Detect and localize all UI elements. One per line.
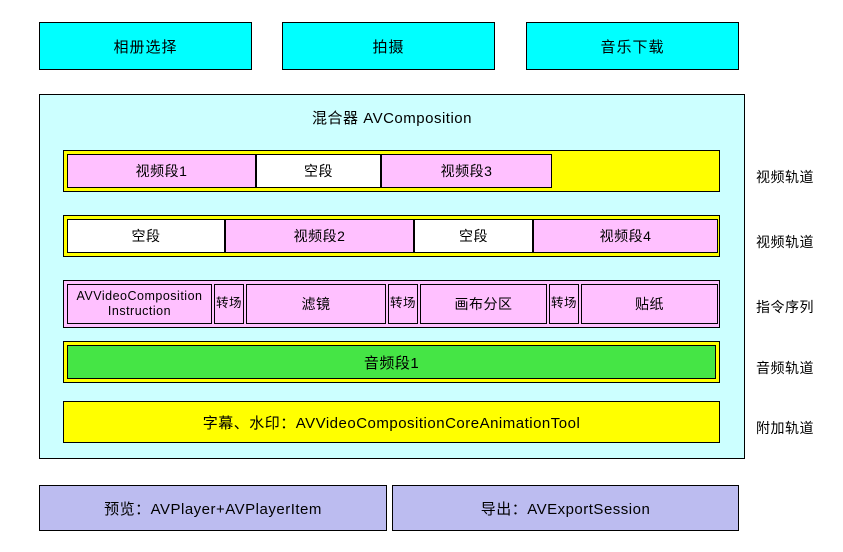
segment-transition[interactable]: 转场 xyxy=(549,284,579,324)
segment-label: 音频段1 xyxy=(363,354,420,372)
top-action-row: 相册选择 拍摄 音乐下载 xyxy=(39,22,739,70)
track-label-audio: 音频轨道 xyxy=(756,360,814,376)
action-button-music-download[interactable]: 音乐下载 xyxy=(526,22,739,70)
segment-label: 转场 xyxy=(216,297,242,310)
segment-transition[interactable]: 转场 xyxy=(388,284,418,324)
segment-filter[interactable]: 滤镜 xyxy=(246,284,386,324)
segment-video-clip[interactable]: 视频段2 xyxy=(225,219,414,253)
transition-text: 转场 xyxy=(550,296,578,311)
segment-label: 视频段3 xyxy=(440,162,493,179)
action-button-capture[interactable]: 拍摄 xyxy=(282,22,495,70)
segment-audio-clip[interactable]: 音频段1 xyxy=(67,345,716,379)
track-inner: 音频段1 xyxy=(67,345,716,379)
track-label-additional: 附加轨道 xyxy=(756,420,814,436)
action-button-album-select[interactable]: 相册选择 xyxy=(39,22,252,70)
segment-label: 贴纸 xyxy=(635,295,664,312)
segment-label: AVVideoComposition Instruction xyxy=(77,289,203,319)
segment-label: 字幕、水印：AVVideoCompositionCoreAnimationToo… xyxy=(202,414,581,432)
segment-sticker[interactable]: 贴纸 xyxy=(581,284,718,324)
action-button-label: 拍摄 xyxy=(372,38,405,56)
action-button-export[interactable]: 导出：AVExportSession xyxy=(392,485,739,531)
segment-empty[interactable]: 空段 xyxy=(414,219,533,253)
segment-overlay-tool[interactable]: 字幕、水印：AVVideoCompositionCoreAnimationToo… xyxy=(67,405,716,439)
segment-label: 空段 xyxy=(459,227,488,244)
segment-track-filler xyxy=(552,154,718,188)
track-row-additional: 字幕、水印：AVVideoCompositionCoreAnimationToo… xyxy=(63,401,720,443)
track-row-instruction-sequence: AVVideoComposition Instruction 转场 滤镜 转场 … xyxy=(63,280,720,328)
action-button-label: 音乐下载 xyxy=(600,38,665,56)
segment-label: 视频段4 xyxy=(599,227,652,244)
segment-empty[interactable]: 空段 xyxy=(256,154,381,188)
segment-label: 转场 xyxy=(390,297,416,310)
segment-label: 转场 xyxy=(551,297,577,310)
segment-label: 视频段2 xyxy=(293,227,346,244)
track-row-video-1: 视频段1 空段 视频段3 xyxy=(63,150,720,192)
transition-text: 转场 xyxy=(215,296,243,311)
segment-video-clip[interactable]: 视频段4 xyxy=(533,219,718,253)
track-row-video-2: 空段 视频段2 空段 视频段4 xyxy=(63,215,720,257)
segment-canvas-partition[interactable]: 画布分区 xyxy=(420,284,547,324)
segment-label-line-1: AVVideoComposition xyxy=(76,289,203,303)
segment-empty[interactable]: 空段 xyxy=(67,219,225,253)
transition-text: 转场 xyxy=(389,296,417,311)
segment-label: 滤镜 xyxy=(301,295,331,312)
segment-instruction[interactable]: AVVideoComposition Instruction xyxy=(67,284,212,324)
bottom-action-row: 预览：AVPlayer+AVPlayerItem 导出：AVExportSess… xyxy=(39,485,739,531)
segment-label: 空段 xyxy=(131,227,161,244)
action-button-label: 预览：AVPlayer+AVPlayerItem xyxy=(104,500,322,518)
track-label-instruction-sequence: 指令序列 xyxy=(756,299,814,315)
track-label-video-2: 视频轨道 xyxy=(756,234,814,250)
track-row-audio: 音频段1 xyxy=(63,341,720,383)
composition-title: 混合器 AVComposition xyxy=(312,110,472,127)
track-inner: AVVideoComposition Instruction 转场 滤镜 转场 … xyxy=(67,284,718,324)
track-inner: 视频段1 空段 视频段3 xyxy=(67,154,718,188)
action-button-label: 导出：AVExportSession xyxy=(480,500,651,518)
track-inner: 字幕、水印：AVVideoCompositionCoreAnimationToo… xyxy=(67,405,716,439)
action-button-label: 相册选择 xyxy=(113,38,178,56)
segment-label: 视频段1 xyxy=(135,162,188,179)
segment-label: 画布分区 xyxy=(454,295,513,312)
track-label-video-1: 视频轨道 xyxy=(756,169,814,185)
segment-transition[interactable]: 转场 xyxy=(214,284,244,324)
track-inner: 空段 视频段2 空段 视频段4 xyxy=(67,219,718,253)
composition-container: 混合器 AVComposition 视频段1 空段 视频段3 xyxy=(39,94,745,459)
segment-label-line-2: Instruction xyxy=(107,304,172,318)
segment-label: 空段 xyxy=(304,162,333,179)
segment-video-clip[interactable]: 视频段3 xyxy=(381,154,552,188)
action-button-preview[interactable]: 预览：AVPlayer+AVPlayerItem xyxy=(39,485,387,531)
segment-video-clip[interactable]: 视频段1 xyxy=(67,154,256,188)
